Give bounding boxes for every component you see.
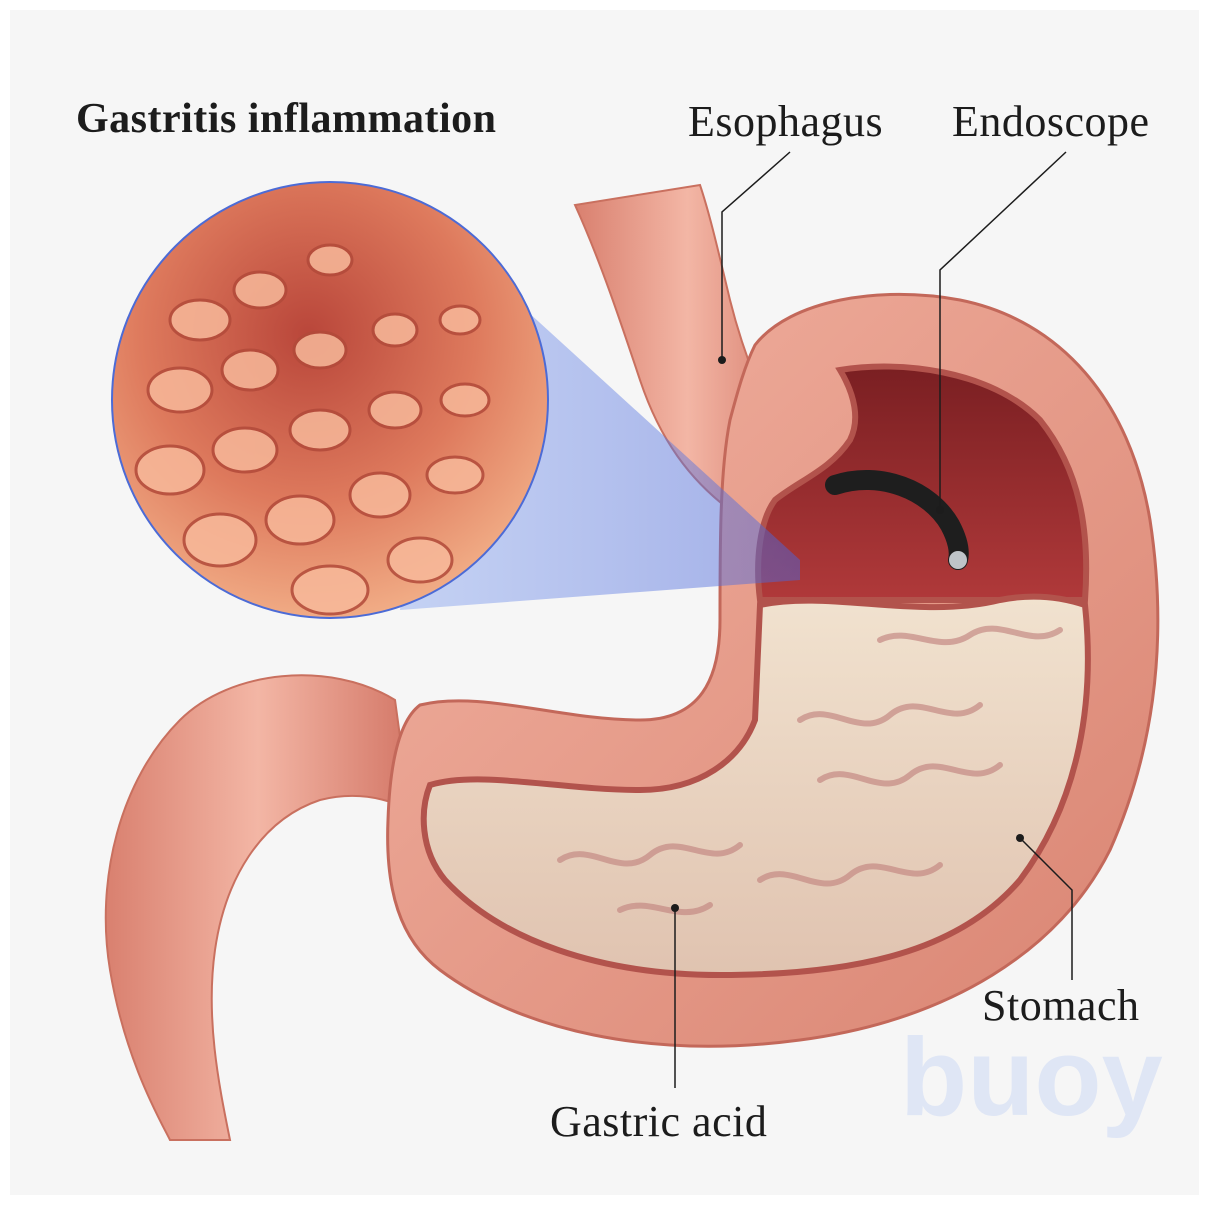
label-esophagus: Esophagus: [688, 100, 883, 144]
magnified-mucosa: [112, 182, 548, 618]
diagram-title: Gastritis inflammation: [76, 98, 496, 140]
watermark-logo: buoy: [900, 1016, 1163, 1139]
endoscope-lens: [949, 551, 967, 569]
label-gastric-acid: Gastric acid: [550, 1100, 767, 1144]
label-endoscope: Endoscope: [952, 100, 1150, 144]
label-stomach: Stomach: [982, 984, 1139, 1028]
